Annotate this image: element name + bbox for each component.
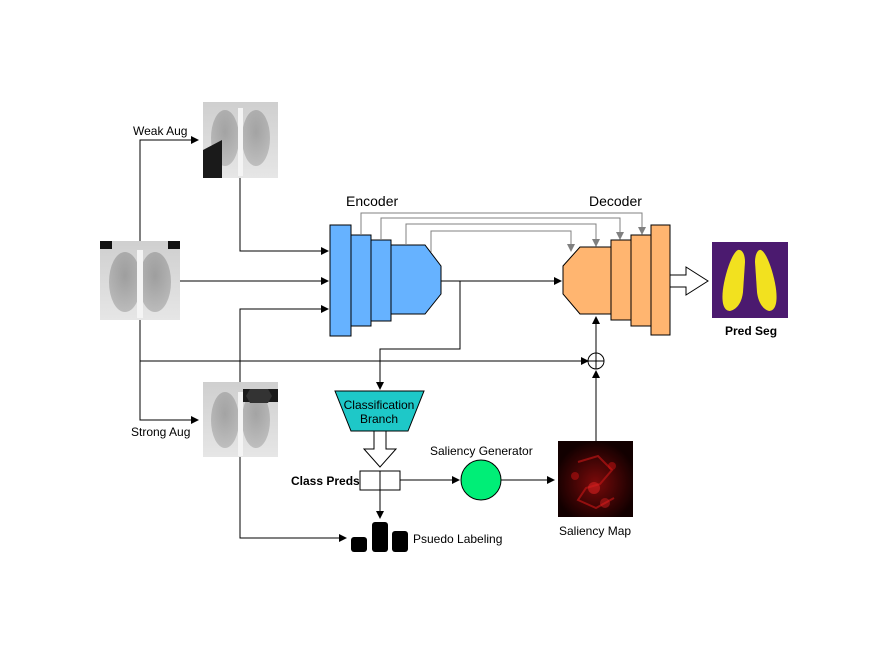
class-preds-box <box>359 470 401 491</box>
decoder-layer-4 <box>650 224 671 336</box>
saliency-map-image <box>558 441 633 517</box>
encoder-layer-1 <box>329 224 352 337</box>
classification-branch <box>334 390 425 432</box>
encoder-label: Encoder <box>346 193 398 209</box>
input-connectors <box>139 136 589 542</box>
pseudo-labeling-label: Psuedo Labeling <box>413 532 502 546</box>
decoder-block <box>562 224 671 336</box>
input-xray-image <box>100 241 180 320</box>
saliency-map-label: Saliency Map <box>559 524 631 538</box>
decoder-label: Decoder <box>589 193 642 209</box>
saliency-generator-label: Saliency Generator <box>430 444 533 458</box>
classification-label-line1: Classification <box>344 398 415 412</box>
classification-label-line2: Branch <box>360 412 398 426</box>
output-hollow-arrow <box>669 266 709 296</box>
encoder-layer-2 <box>350 234 372 327</box>
classification-hollow-arrow <box>362 430 398 468</box>
encoder-block <box>329 224 442 337</box>
saliency-generator-node <box>460 459 502 501</box>
pseudo-labeling-bars <box>351 522 408 552</box>
encoder-layer-3 <box>370 239 392 322</box>
bottleneck-connectors <box>376 277 562 390</box>
skip-connections <box>360 212 646 252</box>
strong-aug-label: Strong Aug <box>131 425 190 439</box>
decoder-layer-1 <box>562 246 612 315</box>
decoder-layer-2 <box>610 239 632 321</box>
class-preds-connectors <box>376 476 460 519</box>
weak-aug-label: Weak Aug <box>133 124 187 138</box>
pred-seg-label: Pred Seg <box>725 324 777 338</box>
sum-node <box>587 352 605 370</box>
encoder-layer-4 <box>390 244 442 315</box>
pred-seg-image <box>712 242 788 318</box>
decoder-layer-3 <box>630 234 652 327</box>
class-preds-label: Class Preds <box>291 474 360 488</box>
strong-aug-xray-image <box>203 382 278 457</box>
weak-aug-xray-image <box>203 102 278 178</box>
